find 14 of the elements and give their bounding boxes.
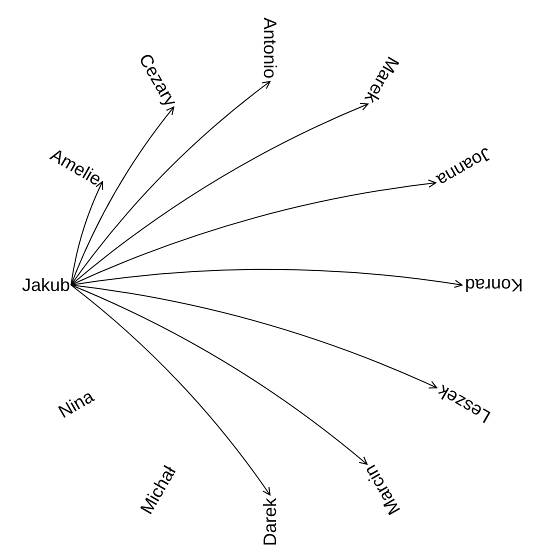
arrow [70, 284, 271, 496]
arrow [70, 80, 271, 286]
arrow [70, 106, 174, 286]
arrow [70, 284, 368, 465]
name-label: Antonio [261, 17, 279, 79]
arrow [70, 181, 104, 286]
name-label: Konrad [464, 276, 524, 294]
arrow [70, 102, 369, 286]
arrow [70, 268, 463, 288]
name-label: Jakub [22, 276, 70, 294]
arrow [70, 180, 436, 286]
name-label: Darek [261, 498, 279, 546]
arrow [70, 284, 438, 389]
name-label: Nina [55, 386, 97, 421]
